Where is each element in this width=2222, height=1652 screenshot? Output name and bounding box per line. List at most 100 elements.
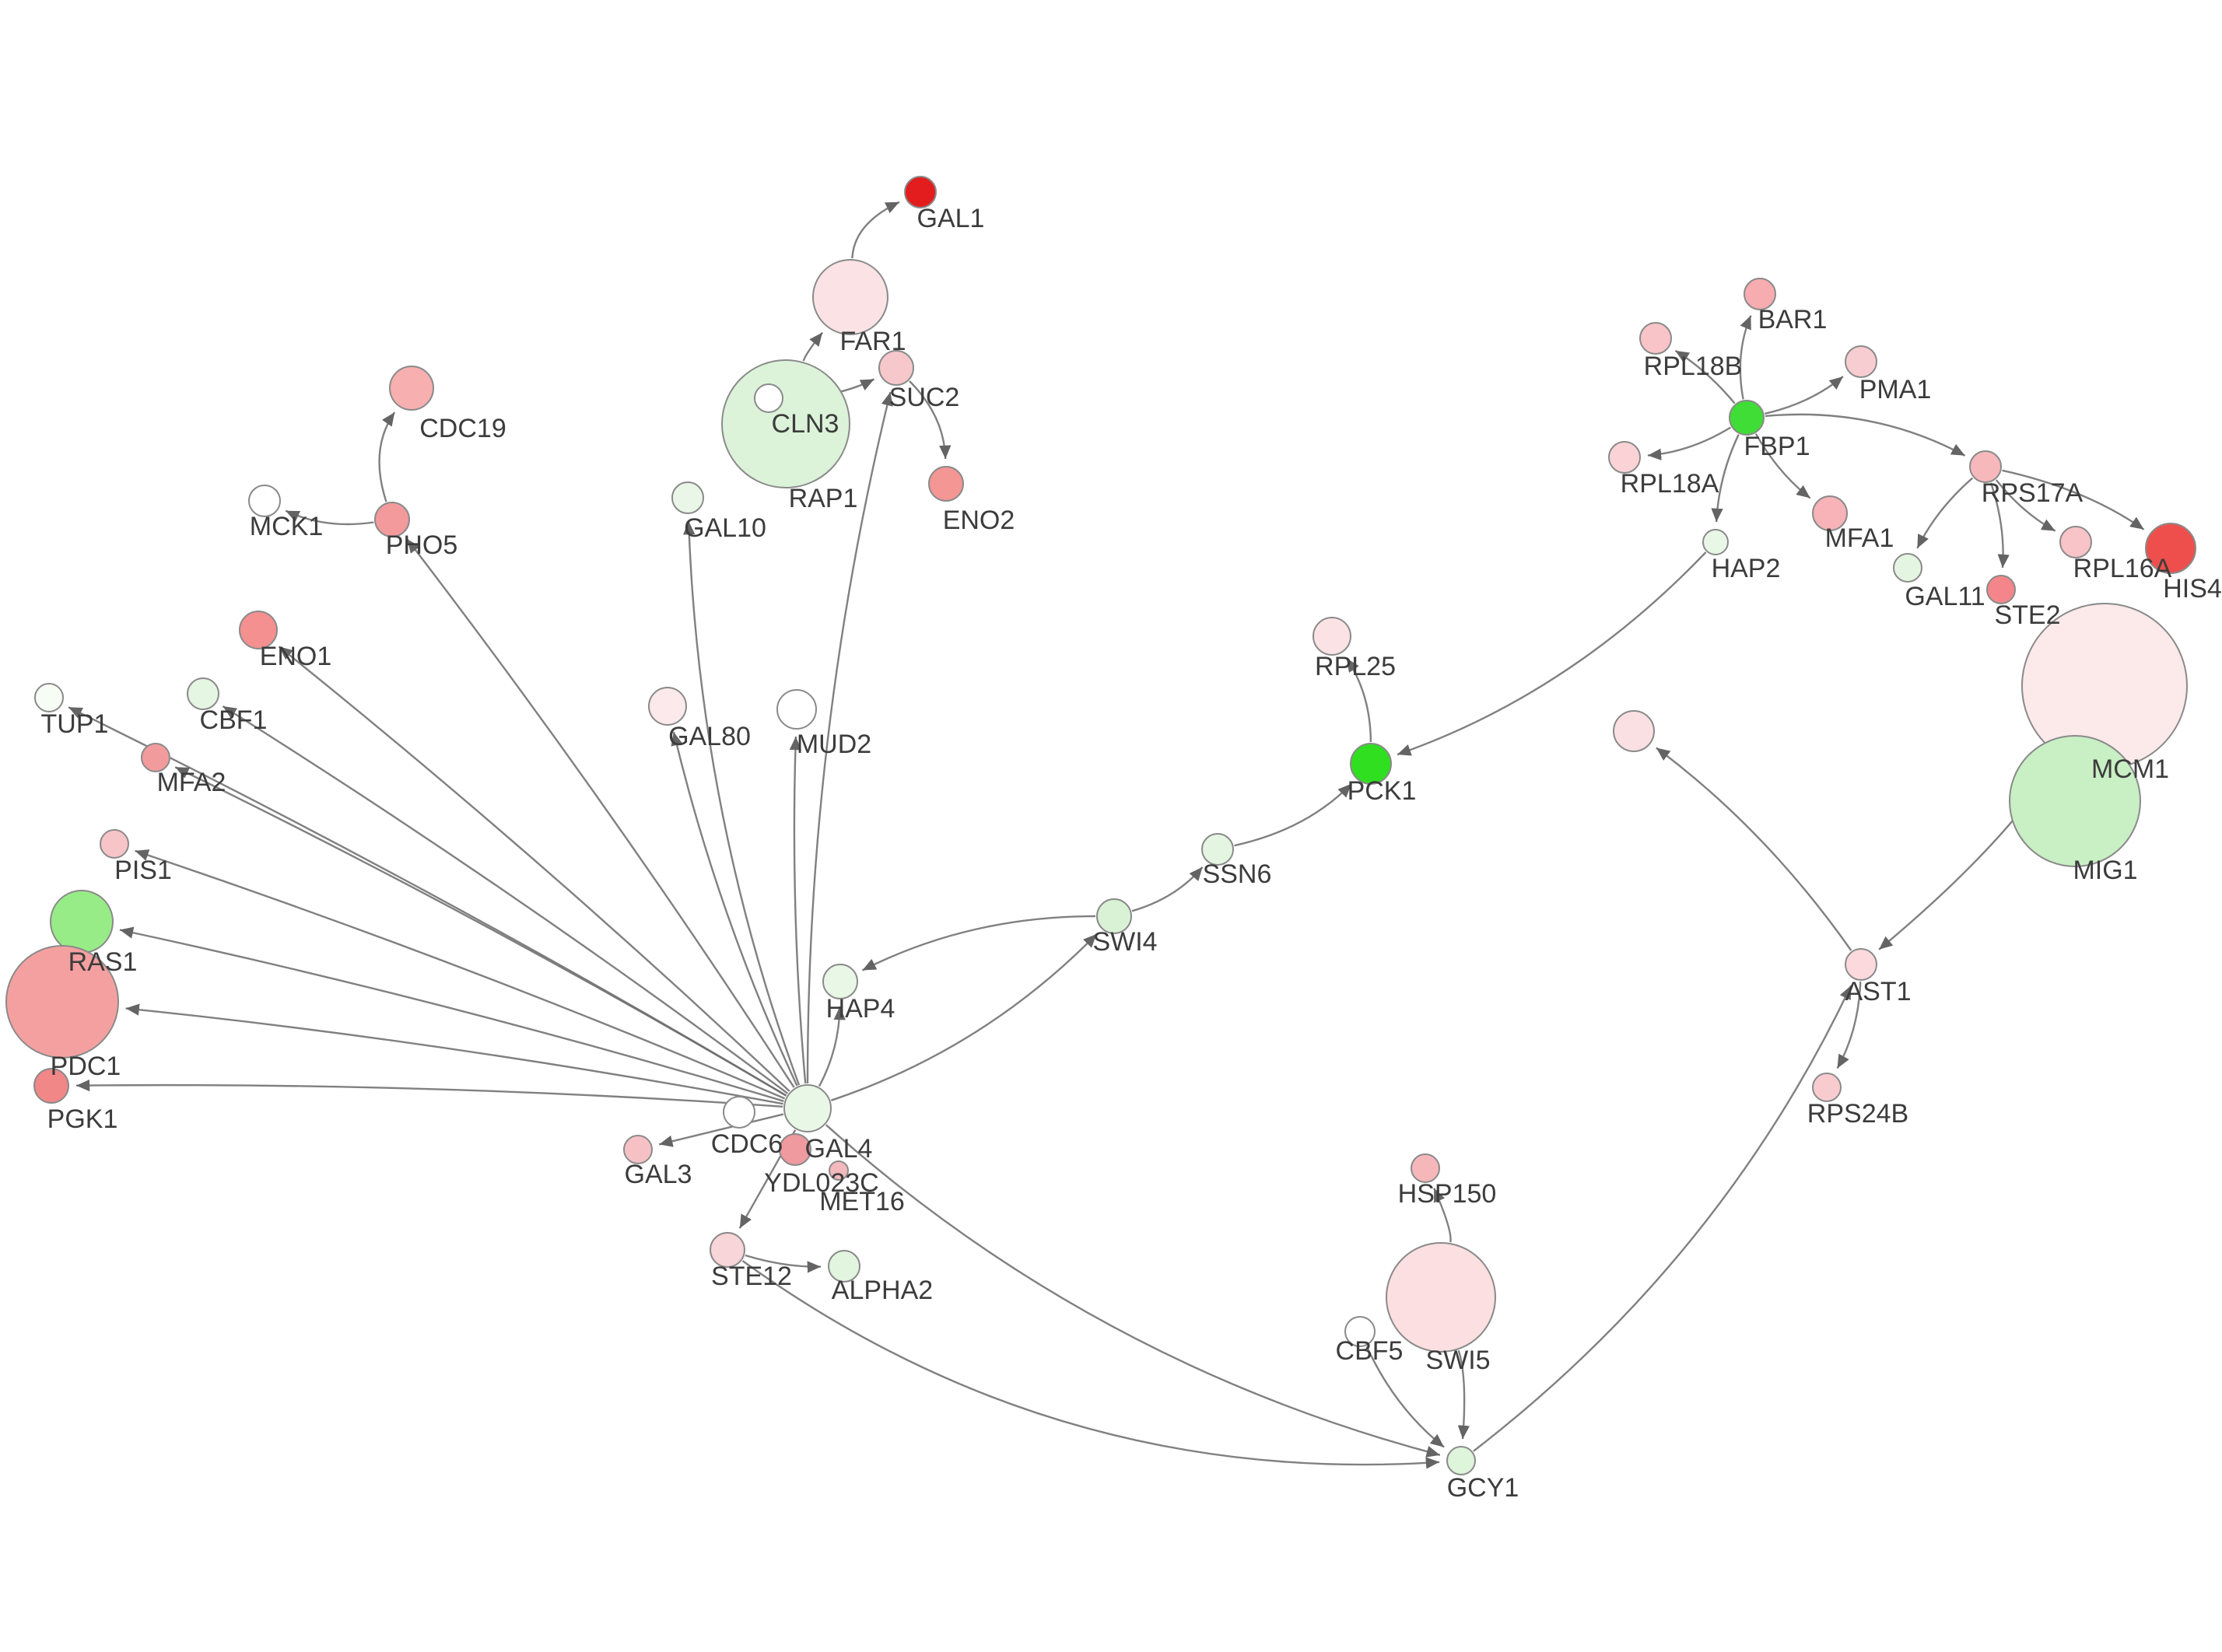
node-label-AST1: AST1 [1845, 977, 1911, 1006]
node-label-GAL3: GAL3 [625, 1160, 692, 1189]
node-FAR1[interactable] [812, 259, 888, 335]
node-GAL11[interactable] [1893, 553, 1922, 583]
edge-AST1-NODE_A [1656, 747, 1852, 951]
edge-FBP1-RPL18B [1674, 349, 1736, 404]
node-ENO1[interactable] [239, 611, 278, 649]
edge-FBP1-RPL18A [1647, 426, 1732, 460]
edge-CLN3-FAR1 [802, 331, 824, 362]
node-YDL023C[interactable] [779, 1133, 811, 1166]
node-label-PHO5: PHO5 [386, 530, 458, 560]
edge-SUC2-ENO2 [909, 380, 952, 460]
node-MFA1[interactable] [1812, 495, 1848, 531]
node-CDC6[interactable] [723, 1096, 755, 1129]
node-GAL1[interactable] [904, 176, 937, 208]
node-SWI5[interactable] [1386, 1242, 1496, 1353]
node-RPL16A[interactable] [2059, 526, 2092, 558]
node-RPS17A[interactable] [1969, 450, 2002, 483]
node-PGK1[interactable] [33, 1068, 69, 1104]
edge-GAL4-TUP1 [68, 706, 787, 1097]
node-ENO2[interactable] [928, 466, 964, 502]
node-PIS1[interactable] [100, 829, 129, 859]
edge-SWI5-HSP150 [1433, 1188, 1452, 1243]
node-MFA2[interactable] [141, 743, 170, 772]
node-SWI4[interactable] [1096, 898, 1132, 934]
node-TUP1[interactable] [34, 683, 64, 712]
node-label-HIS4: HIS4 [2163, 574, 2222, 604]
node-CBF5[interactable] [1344, 1316, 1376, 1347]
nodes-layer [5, 176, 2196, 1475]
node-label-GAL11: GAL11 [1905, 582, 1985, 611]
node-label-RPL18A: RPL18A [1621, 469, 1719, 499]
node-GCY1[interactable] [1446, 1446, 1476, 1475]
node-HAP4[interactable] [822, 964, 858, 999]
node-PDC1[interactable] [5, 945, 119, 1059]
node-GAL3[interactable] [623, 1135, 653, 1164]
node-label-BAR1: BAR1 [1758, 305, 1828, 334]
node-label-PGK1: PGK1 [47, 1104, 118, 1134]
node-SUC2[interactable] [878, 350, 914, 386]
edge-RPS17A-HIS4 [2002, 469, 2145, 530]
edge-GAL4-MUD2 [789, 736, 807, 1084]
node-CBF1[interactable] [187, 677, 219, 710]
node-PHO5[interactable] [374, 502, 410, 537]
edge-AST1-RPS24B [1836, 981, 1862, 1069]
edge-GAL4-GAL10 [683, 520, 801, 1086]
node-STE12[interactable] [710, 1232, 745, 1268]
node-GAL80[interactable] [648, 687, 687, 726]
node-MCK1[interactable] [248, 485, 281, 517]
node-HSP150[interactable] [1411, 1153, 1440, 1183]
node-RPS24B[interactable] [1812, 1073, 1842, 1102]
node-label-CBF5: CBF5 [1336, 1336, 1404, 1366]
edge-FBP1-PMA1 [1765, 376, 1844, 415]
node-HIS4[interactable] [2145, 523, 2196, 574]
node-MIG1[interactable] [2009, 735, 2141, 867]
node-RAP1[interactable] [754, 383, 783, 413]
node-label-RPL18B: RPL18B [1644, 352, 1743, 381]
node-label-GAL80: GAL80 [668, 722, 751, 751]
node-label-PCK1: PCK1 [1348, 776, 1417, 806]
node-label-CBF1: CBF1 [200, 705, 268, 735]
node-label-MET16: MET16 [819, 1187, 905, 1216]
edge-FBP1-MFA1 [1754, 433, 1811, 499]
node-MET16[interactable] [829, 1160, 849, 1181]
node-RPL25[interactable] [1313, 617, 1351, 656]
node-BAR1[interactable] [1744, 278, 1776, 310]
node-GAL4[interactable] [783, 1084, 832, 1132]
edge-FBP1-BAR1 [1739, 315, 1752, 400]
node-ALPHA2[interactable] [828, 1250, 860, 1283]
edge-GAL4-GAL80 [671, 731, 798, 1087]
node-label-RAP1: RAP1 [789, 484, 858, 513]
edge-GAL4-PHO5 [406, 538, 795, 1088]
node-label-RAS1: RAS1 [68, 947, 138, 977]
node-PCK1[interactable] [1350, 743, 1392, 785]
node-MUD2[interactable] [776, 689, 817, 730]
node-FBP1[interactable] [1729, 400, 1765, 436]
node-RPL18A[interactable] [1608, 441, 1641, 474]
node-label-PIS1: PIS1 [114, 856, 172, 885]
node-RAS1[interactable] [50, 890, 114, 954]
node-NODE_A[interactable] [1613, 710, 1655, 752]
node-label-CLN3: CLN3 [772, 409, 839, 439]
node-GAL10[interactable] [671, 481, 704, 514]
node-label-RPL25: RPL25 [1315, 652, 1396, 681]
edge-STE12-GCY1 [741, 1260, 1440, 1469]
edge-GAL4-ENO1 [278, 646, 790, 1092]
node-CDC19[interactable] [389, 366, 434, 411]
node-label-YDL023C: YDL023C [764, 1168, 878, 1198]
node-PMA1[interactable] [1845, 345, 1877, 378]
edge-RPS17A-RPL16A [1995, 479, 2056, 532]
node-label-SWI4: SWI4 [1092, 927, 1157, 957]
node-RPL18B[interactable] [1639, 322, 1672, 355]
node-STE2[interactable] [1986, 575, 2016, 604]
node-AST1[interactable] [1845, 948, 1877, 981]
node-label-GAL4: GAL4 [805, 1134, 873, 1164]
node-HAP2[interactable] [1702, 529, 1729, 555]
node-label-TUP1: TUP1 [41, 709, 109, 739]
edge-GAL4-CBF1 [222, 705, 789, 1094]
node-SSN6[interactable] [1201, 833, 1234, 866]
edges-layer [68, 201, 2145, 1469]
node-CLN3[interactable] [721, 359, 850, 488]
